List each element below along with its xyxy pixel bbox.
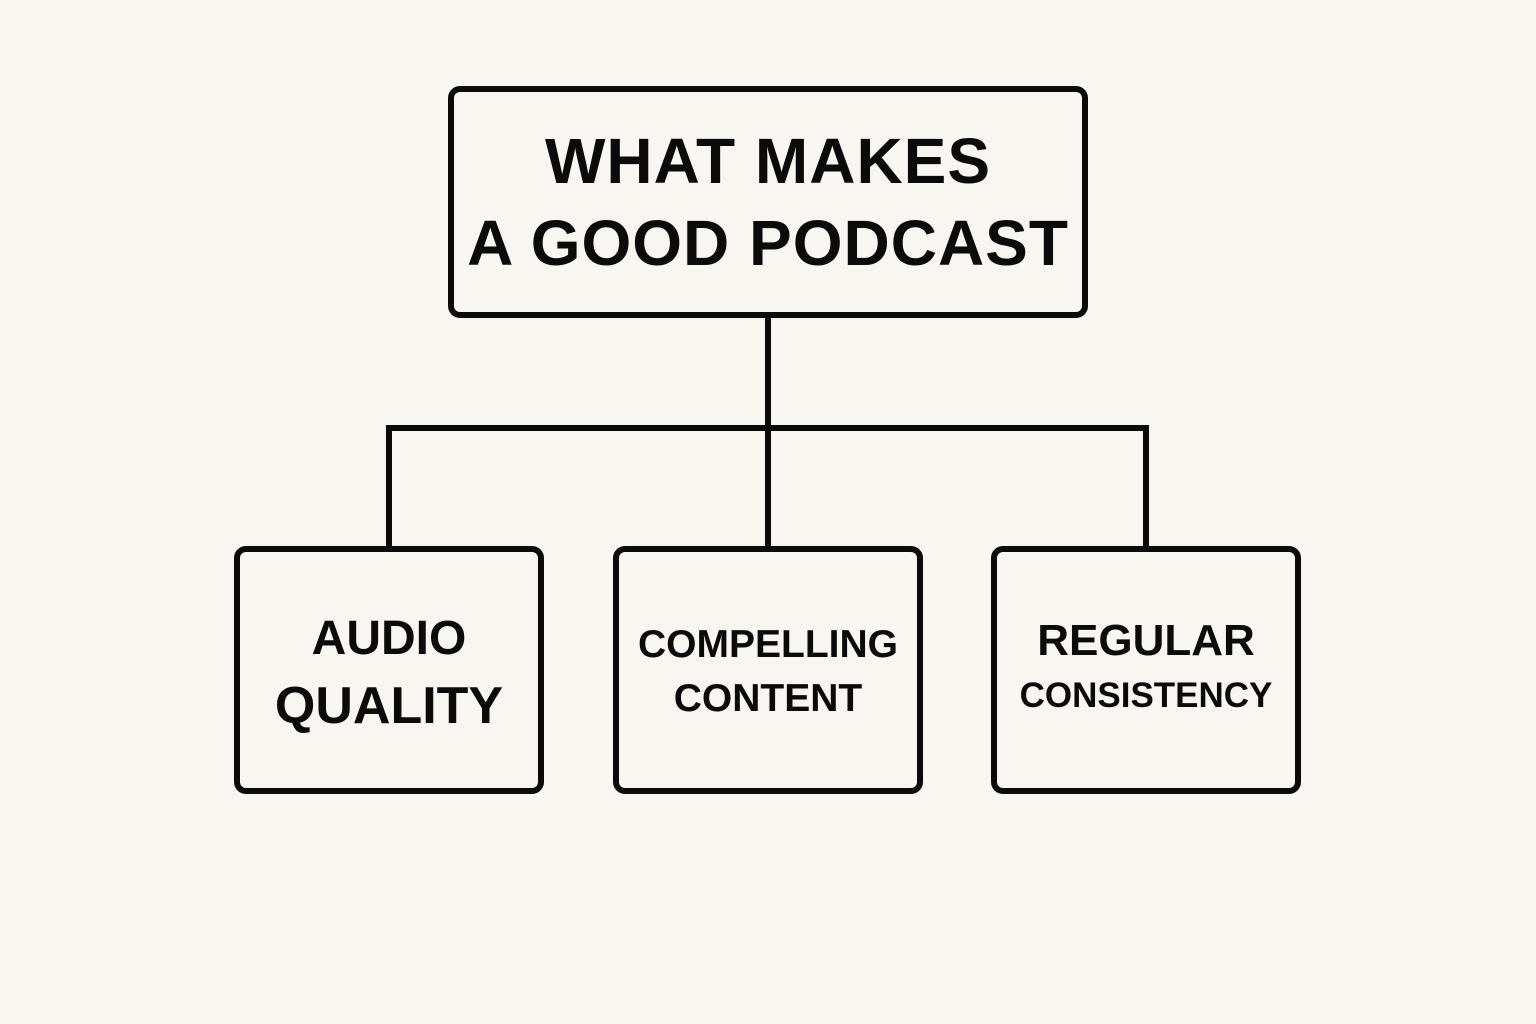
- node-audio-quality-line-2: QUALITY: [274, 677, 504, 735]
- root-title-line-1: WHAT MAKES: [544, 125, 992, 197]
- root-node: WHAT MAKES A GOOD PODCAST: [448, 86, 1088, 318]
- node-regular-consistency-line-2: CONSISTENCY: [1019, 676, 1273, 715]
- root-title-line-2: A GOOD PODCAST: [467, 207, 1069, 279]
- node-regular-consistency: REGULAR CONSISTENCY: [991, 546, 1301, 794]
- node-audio-quality-line-1: AUDIO: [311, 612, 467, 665]
- node-compelling-content-line-1: COMPELLING: [638, 623, 898, 666]
- node-compelling-content-line-2: CONTENT: [673, 677, 863, 720]
- node-compelling-content: COMPELLING CONTENT: [613, 546, 923, 794]
- node-regular-consistency-line-1: REGULAR: [1037, 616, 1255, 665]
- node-audio-quality: AUDIO QUALITY: [234, 546, 544, 794]
